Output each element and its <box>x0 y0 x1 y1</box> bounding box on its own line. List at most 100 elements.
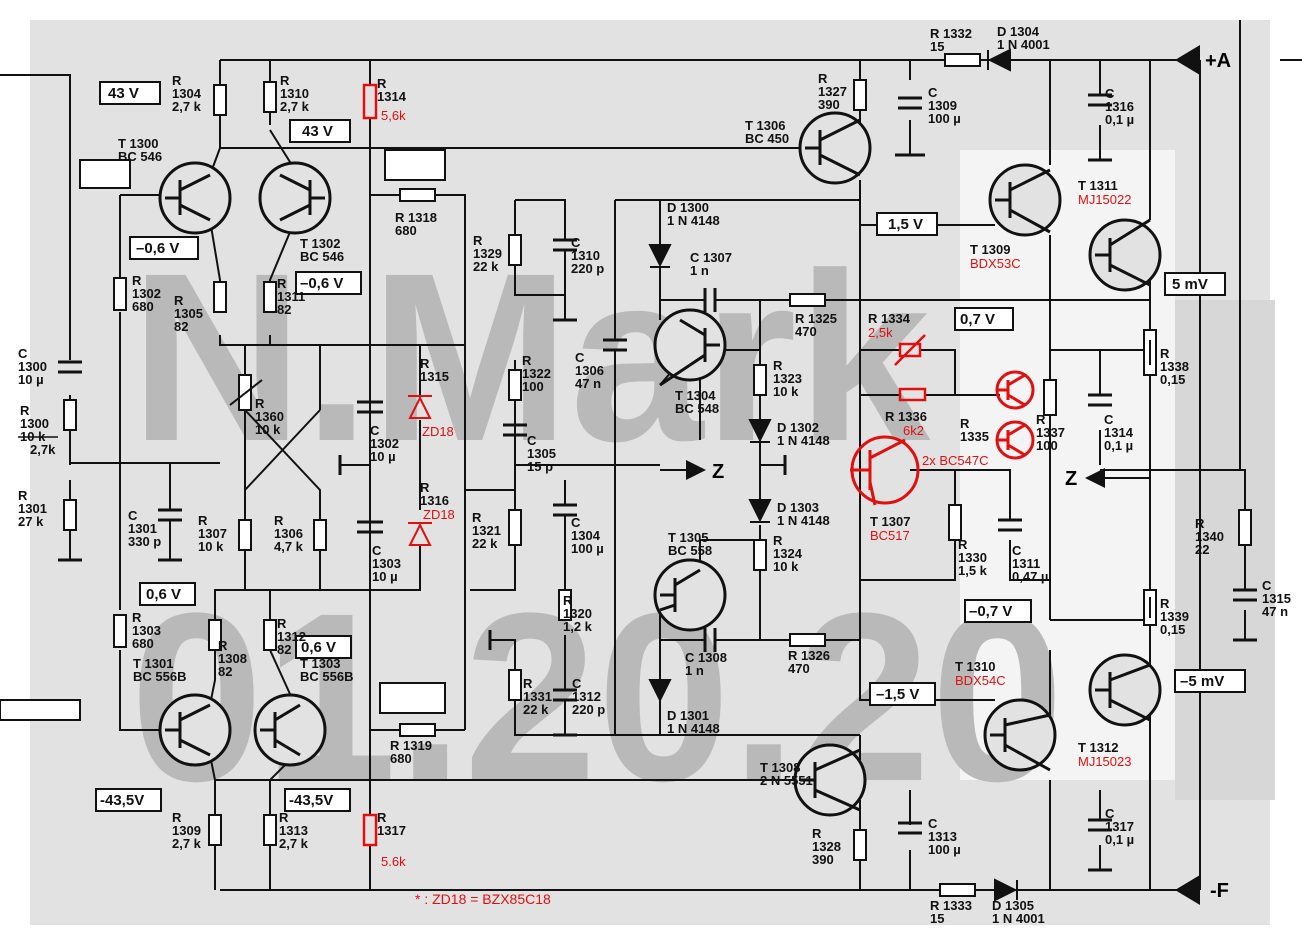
transistor-t1311 <box>1088 218 1162 292</box>
blank-label-box-1 <box>79 159 131 189</box>
r1336-value: 6k2 <box>903 423 924 438</box>
resistors <box>63 53 1252 897</box>
watermark-line1: N.Mark <box>130 223 931 491</box>
output-z-label: Z <box>1065 468 1077 490</box>
resistor-r1319 <box>399 723 436 737</box>
resistor-r1307 <box>238 519 252 551</box>
t1307-type: BC517 <box>870 528 910 543</box>
voltage-neg-435-b: -43,5V <box>289 792 333 809</box>
internal-z-label: Z <box>712 461 724 483</box>
resistor-r1312 <box>263 619 277 651</box>
voltage-5mv: 5 mV <box>1172 276 1208 293</box>
footnote: * : ZD18 = BZX85C18 <box>415 891 551 907</box>
transistor-t1301 <box>158 693 232 767</box>
resistor-r1329 <box>508 234 522 266</box>
t1312-type: MJ15023 <box>1078 754 1131 769</box>
t1310-ref: T 1310 <box>955 659 995 674</box>
t1311-type: MJ15022 <box>1078 192 1131 207</box>
voltage-07: 0,7 V <box>960 311 995 328</box>
voltage-06-a: 0,6 V <box>146 586 181 603</box>
arrow-z-internal <box>686 460 706 480</box>
rail-minus-f-label: -F <box>1210 880 1229 902</box>
bc547c-label: 2x BC547C <box>922 453 988 468</box>
capacitor-c1301 <box>158 508 182 522</box>
voltage-15: 1,5 V <box>888 216 923 233</box>
diode-d1304 <box>987 48 1011 72</box>
blank-label-box-2 <box>384 149 446 181</box>
transistors <box>158 111 1162 817</box>
zd18-lower-label: ZD18 <box>423 507 455 522</box>
resistor-r1328 <box>853 829 867 861</box>
voltage-06-b: 0,6 V <box>301 639 336 656</box>
resistor-r1305 <box>213 281 227 313</box>
transistor-t1300 <box>158 161 232 235</box>
capacitor-c1312 <box>553 688 577 702</box>
zener-zd18-lower <box>408 522 432 546</box>
capacitor-c1305 <box>503 423 527 437</box>
diode-d1302 <box>748 419 772 443</box>
resistor-r1302 <box>113 277 127 311</box>
diode-d1305 <box>994 878 1018 902</box>
transistor-t1302 <box>258 161 332 235</box>
transistor-t1305 <box>653 558 727 632</box>
capacitor-c1309 <box>898 96 922 110</box>
capacitor-c1311 <box>998 518 1022 532</box>
voltage-43v-b: 43 V <box>302 123 333 140</box>
output-terminal-box <box>0 699 81 721</box>
resistor-r1330 <box>948 504 962 541</box>
voltage-neg-07: –0,7 V <box>969 603 1012 620</box>
resistor-r1318 <box>399 188 436 202</box>
capacitor-c1308 <box>703 628 717 652</box>
voltage-43v-a: 43 V <box>108 85 139 102</box>
voltage-neg-5mv: –5 mV <box>1180 673 1224 690</box>
resistor-r1317 <box>362 813 378 847</box>
resistor-r1320 <box>558 589 572 621</box>
resistor-r1314 <box>362 83 378 120</box>
resistor-r1306 <box>313 519 327 551</box>
diodes <box>648 48 1018 902</box>
diode-d1300 <box>648 244 672 268</box>
r1317-value: 5.6k <box>381 854 406 869</box>
capacitor-c1310 <box>553 238 577 252</box>
voltage-neg-435-a: -43,5V <box>100 792 144 809</box>
r1300-new-value: 2,7k <box>30 442 56 457</box>
